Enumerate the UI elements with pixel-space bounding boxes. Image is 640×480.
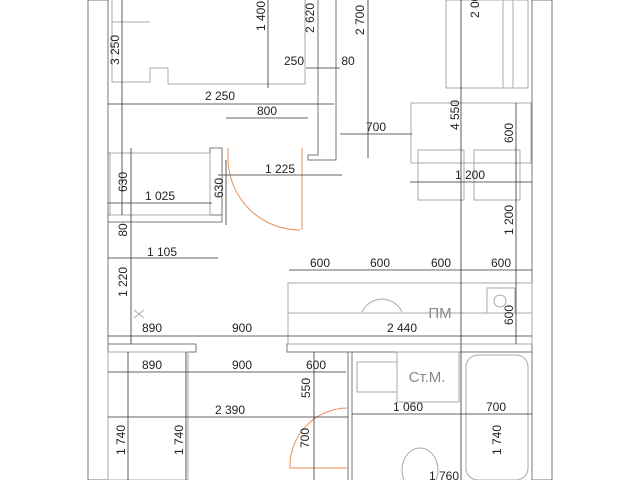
dimension-lines [108, 0, 532, 480]
dimension-label: 1 740 [490, 425, 504, 455]
dimension-label: 1 025 [145, 189, 175, 203]
dimension-label: 630 [212, 178, 226, 198]
dimension-label: 1 220 [116, 267, 130, 297]
dimension-label: 2 700 [353, 5, 367, 35]
doors [227, 148, 349, 469]
dimension-label: 1 200 [455, 168, 485, 182]
dimension-label: 700 [298, 428, 312, 448]
dimension-label: 1 740 [114, 425, 128, 455]
furniture [107, 0, 533, 480]
dimension-label: 900 [232, 358, 252, 372]
right-wall [531, 0, 553, 480]
dimension-label: 3 250 [108, 35, 122, 65]
dimension-label: 600 [431, 256, 451, 270]
dimension-label: 80 [341, 54, 355, 68]
dimension-label: 550 [299, 378, 313, 398]
dimension-label: 900 [232, 321, 252, 335]
dimension-label: 600 [310, 256, 330, 270]
dimension-label: 890 [142, 358, 162, 372]
dimension-label: 600 [502, 305, 516, 325]
dimension-label: 2 000 [468, 0, 482, 18]
dimension-label: 80 [116, 223, 130, 237]
washing-machine-label: Ст.М. [409, 369, 446, 386]
dimension-label: 1 200 [502, 205, 516, 235]
dimension-label: 600 [306, 358, 326, 372]
dimension-label: 4 550 [448, 100, 462, 130]
dimension-label: 600 [502, 123, 516, 143]
dishwasher-label: ПМ [428, 305, 451, 322]
interior-walls [107, 0, 533, 480]
dimension-label: 700 [486, 400, 506, 414]
dimension-label: 2 250 [205, 89, 235, 103]
horizontal-dimensions: 250 80 2 250 800 700 1 225 1 200 1 025 1… [142, 54, 511, 480]
dimension-label: 890 [142, 321, 162, 335]
dimension-label: 2 390 [215, 403, 245, 417]
dimension-label: 1 740 [172, 425, 186, 455]
dimension-label: 1 400 [254, 1, 268, 31]
dimension-label: 800 [257, 104, 277, 118]
vertical-dimensions: 3 250 1 400 2 620 2 700 2 000 4 550 600 … [108, 0, 516, 455]
dimension-label: 2 620 [303, 3, 317, 33]
dimension-label: 2 440 [387, 321, 417, 335]
dimension-label: 700 [366, 120, 386, 134]
dimension-label: 600 [370, 256, 390, 270]
dimension-label: 1 105 [147, 245, 177, 259]
dimension-label: 630 [116, 172, 130, 192]
dimension-label: 250 [284, 54, 304, 68]
dimension-label: 1 060 [393, 400, 423, 414]
dimension-label: 1 760 [429, 469, 459, 480]
left-wall [87, 0, 109, 480]
dimension-label: 1 225 [265, 162, 295, 176]
dimension-label: 600 [491, 256, 511, 270]
